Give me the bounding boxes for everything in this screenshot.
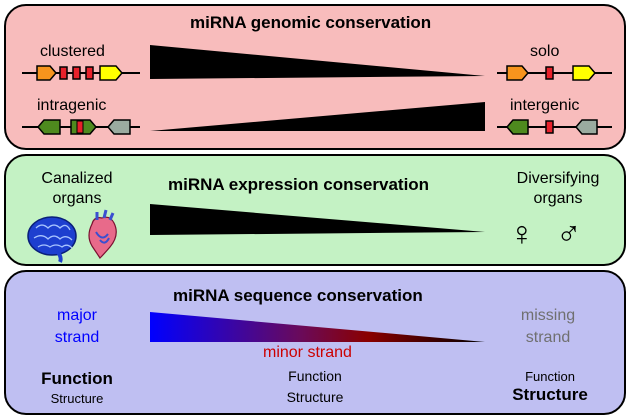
canalized-organs-label: organs: [52, 190, 102, 207]
increasing-wedge: [150, 102, 485, 131]
clustered-locus-icon: [22, 65, 140, 81]
solo-label: solo: [530, 43, 560, 60]
expression-title: miRNA expression conservation: [168, 175, 430, 194]
male-symbol-icon: ♂: [556, 215, 582, 253]
expression-wedge: [150, 204, 485, 235]
intergenic-locus-icon: [497, 119, 612, 135]
middle-structure-label: Structure: [286, 389, 344, 405]
intergenic-label: intergenic: [510, 97, 580, 114]
missing-label: missing: [520, 307, 576, 324]
sequence-title: miRNA sequence conservation: [173, 286, 423, 305]
female-symbol-icon: ♀: [509, 215, 535, 253]
sequence-gradient-wedge: [150, 312, 485, 342]
intragenic-label: intragenic: [37, 97, 107, 114]
right-function-label: Function: [525, 369, 575, 384]
intragenic-locus-icon: [22, 119, 140, 135]
clustered-label: clustered: [40, 43, 105, 60]
middle-function-label: Function: [288, 368, 342, 384]
diversifying-label: Diversifying: [516, 170, 600, 187]
canalized-label: Canalized: [41, 170, 113, 187]
solo-locus-icon: [497, 65, 612, 81]
sequence-conservation-panel: [4, 270, 626, 415]
brain-icon: [27, 216, 77, 263]
minor-strand-label: minor strand: [263, 344, 352, 361]
decreasing-wedge: [150, 45, 485, 79]
missing-strand-label: strand: [525, 329, 571, 346]
heart-icon: [88, 209, 117, 259]
major-strand-label: strand: [54, 329, 100, 346]
genomic-title: miRNA genomic conservation: [190, 13, 432, 32]
major-label: major: [56, 307, 97, 324]
left-structure-label: Structure: [50, 391, 104, 406]
diversifying-organs-label: organs: [533, 190, 583, 207]
right-structure-label: Structure: [512, 385, 588, 404]
left-function-label: Function: [41, 369, 113, 388]
